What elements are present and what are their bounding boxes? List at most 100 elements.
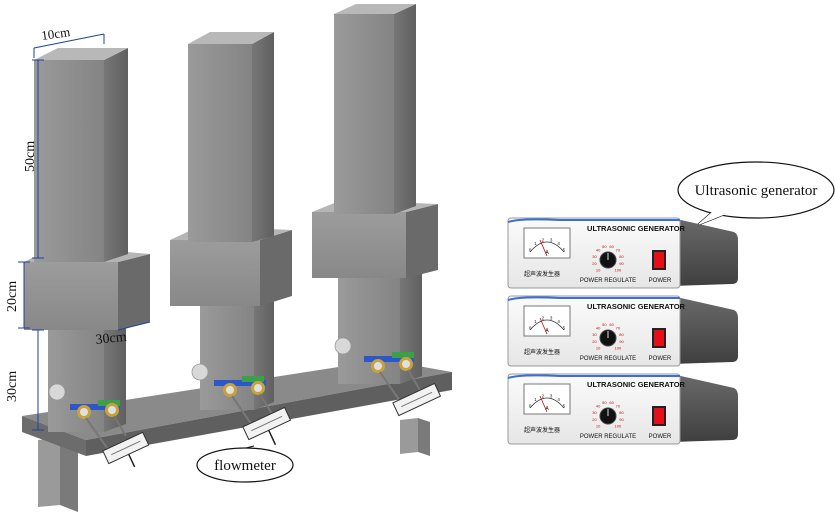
dial-tick-label: 30 <box>592 410 597 415</box>
dial-tick-label: 60 <box>609 400 614 405</box>
valve-assembly-2 <box>214 376 292 446</box>
power-regulate-label: POWER REGULATE <box>580 356 636 362</box>
dial-tick-label: 80 <box>619 410 624 415</box>
generator-brand: ULTRASONIC GENERATOR <box>587 224 686 233</box>
generator-casing <box>672 296 738 364</box>
meter-unit: A <box>545 406 549 412</box>
meter-needle <box>539 395 548 413</box>
dial-tick-label: 20 <box>592 339 597 344</box>
dial-tick-label: 10 <box>596 345 601 350</box>
meter-tick-label: 1 <box>534 319 537 324</box>
port-circle <box>191 363 209 381</box>
dial-tick-label: 40 <box>596 326 601 331</box>
meter-needle <box>539 239 548 257</box>
power-label: POWER <box>649 278 672 284</box>
generator-callout: Ultrasonic generator <box>677 161 835 227</box>
meter-tick-label: 2 <box>542 237 545 242</box>
flowmeter-1 <box>102 431 150 468</box>
meter-unit: A <box>545 250 549 256</box>
base-leg <box>418 418 430 456</box>
dial-tick-label: 40 <box>596 248 601 253</box>
dial-tick-label: 60 <box>609 244 614 249</box>
dial-tick-label: 80 <box>619 254 624 259</box>
flowmeter-label: flowmeter <box>214 458 276 474</box>
dial-tick-label: 50 <box>602 400 607 405</box>
dial-tick-label: 100 <box>615 423 622 428</box>
flowmeter-callout: flowmeter <box>196 445 294 483</box>
reactor-column-1 <box>24 48 150 432</box>
base-leg <box>38 438 60 507</box>
meter-tick-label: 1 <box>534 241 537 246</box>
meter-tick-label: 3 <box>550 237 553 242</box>
generator-chinese-label: 超声波发生器 <box>524 426 560 434</box>
generator-chinese-label: 超声波发生器 <box>524 270 560 278</box>
dial-tick-label: 70 <box>616 248 621 253</box>
meter-tick-label: 1 <box>534 397 537 402</box>
dim-label-lower-height: 30cm <box>5 371 20 402</box>
dial-tick-label: 10 <box>596 423 601 428</box>
dial-tick-label: 50 <box>602 322 607 327</box>
dim-label-upper-height: 50cm <box>23 141 38 172</box>
meter-tick-label: 4 <box>557 241 560 246</box>
meter-tick-label: 0 <box>529 403 532 408</box>
power-label: POWER <box>649 434 672 440</box>
generator-casing <box>672 374 738 442</box>
generator-casing <box>672 218 738 286</box>
dial-tick-label: 90 <box>619 261 624 266</box>
dial-tick-label: 90 <box>619 339 624 344</box>
meter-tick-label: 4 <box>557 397 560 402</box>
dim-label-middle-height: 20cm <box>5 281 20 312</box>
dial-tick-label: 70 <box>616 404 621 409</box>
meter-tick-label: 2 <box>542 393 545 398</box>
power-regulate-label: POWER REGULATE <box>580 434 636 440</box>
dial-tick-label: 60 <box>609 322 614 327</box>
dial-tick-label: 30 <box>592 254 597 259</box>
dimension-lines <box>18 33 151 431</box>
ultrasonic-generator-label: Ultrasonic generator <box>695 183 818 199</box>
flowmeter-3 <box>392 382 442 417</box>
reactor-column-2 <box>170 32 292 410</box>
dial-tick-label: 80 <box>619 332 624 337</box>
meter-needle <box>539 317 548 335</box>
base-leg <box>400 418 418 454</box>
meter-unit: A <box>545 328 549 334</box>
ammeter-gauge <box>523 305 571 337</box>
meter-tick-label: 0 <box>529 325 532 330</box>
dial-tick-label: 30 <box>592 332 597 337</box>
dial-tick-label: 10 <box>596 267 601 272</box>
meter-tick-label: 0 <box>529 247 532 252</box>
dial-tick-label: 40 <box>596 404 601 409</box>
dial-tick-label: 90 <box>619 417 624 422</box>
dim-label-width: 10cm <box>40 24 71 43</box>
valve-assembly-1 <box>70 400 150 468</box>
dial-tick-label: 20 <box>592 261 597 266</box>
meter-tick-label: 4 <box>557 319 560 324</box>
port-circle <box>334 337 352 355</box>
flowmeter-2 <box>242 406 292 446</box>
dial-tick-label: 100 <box>615 267 622 272</box>
meter-tick-label: 3 <box>550 315 553 320</box>
dial-tick-label: 100 <box>615 345 622 350</box>
ammeter-gauge <box>523 227 571 259</box>
base-front <box>86 372 452 456</box>
dial-tick-label: 50 <box>602 244 607 249</box>
generator-brand: ULTRASONIC GENERATOR <box>587 302 686 311</box>
meter-tick-label: 5 <box>563 247 566 252</box>
valve-assembly-3 <box>364 352 442 417</box>
ammeter-gauge <box>523 383 571 415</box>
meter-tick-label: 2 <box>542 315 545 320</box>
base-leg <box>60 438 78 512</box>
dim-label-middle-width: 30cm <box>95 330 128 348</box>
meter-tick-label: 5 <box>563 403 566 408</box>
port-circle <box>48 383 66 401</box>
power-regulate-label: POWER REGULATE <box>580 278 636 284</box>
meter-tick-label: 3 <box>550 393 553 398</box>
dial-tick-label: 70 <box>616 326 621 331</box>
power-label: POWER <box>649 356 672 362</box>
meter-tick-label: 5 <box>563 325 566 330</box>
